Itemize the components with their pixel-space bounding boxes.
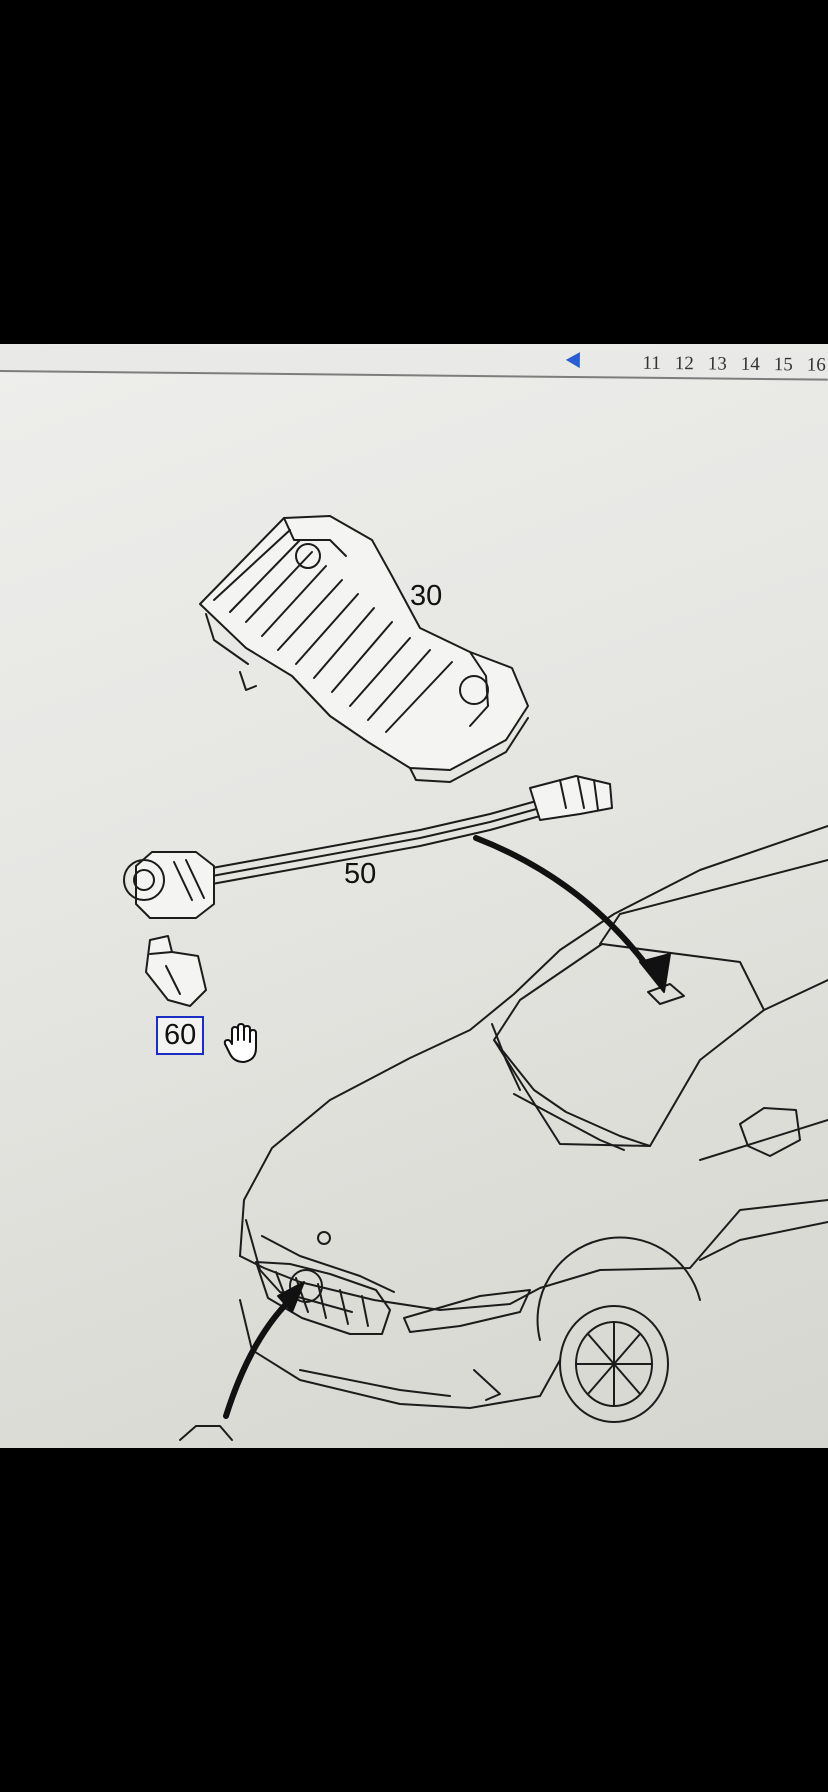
control-unit-drawing[interactable] — [199, 515, 529, 783]
callout-50[interactable]: 50 — [344, 858, 377, 890]
callout-60-selected[interactable]: 60 — [156, 1016, 205, 1055]
pointer-arrows — [223, 835, 671, 1419]
vehicle-drawing — [179, 825, 828, 1441]
hand-pointer-icon — [223, 1023, 257, 1063]
cable-drawing[interactable] — [123, 775, 613, 919]
bracket-drawing[interactable] — [145, 935, 207, 1007]
callout-30[interactable]: 30 — [410, 580, 443, 612]
